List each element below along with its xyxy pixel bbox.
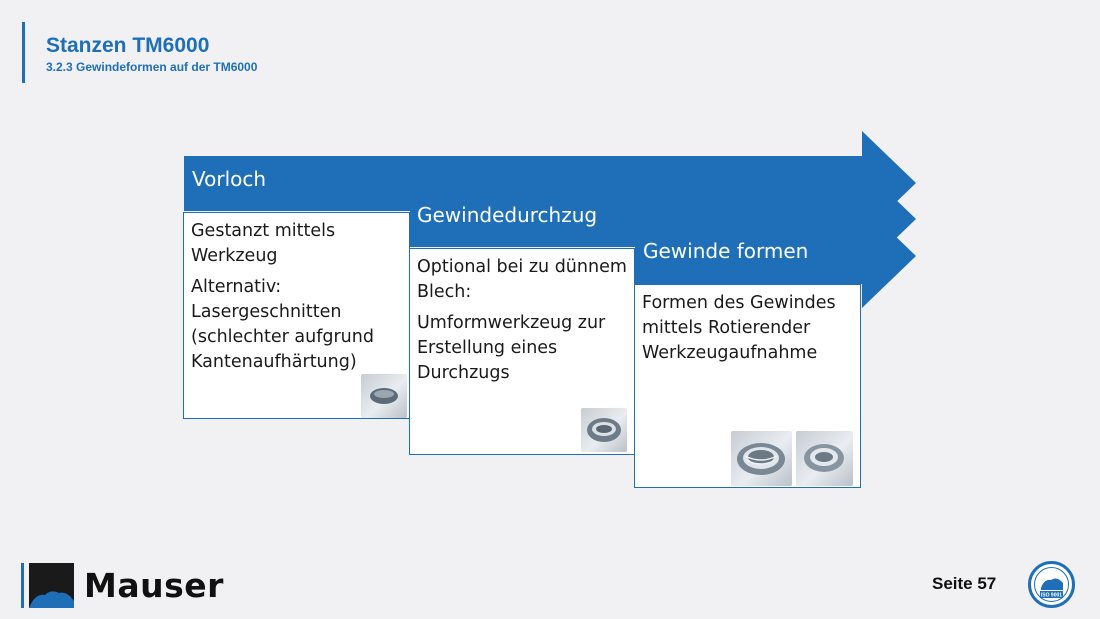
step-1-text-2: Alternativ: Lasergeschnitten (schlechter… [191, 277, 374, 372]
page-number: Seite 57 [932, 574, 997, 593]
iso-badge-text: ISO 9001 [1041, 593, 1062, 599]
iso-certification-badge: ISO 9001 [1028, 561, 1075, 608]
step-2-text-2: Umformwerkzeug zur Erstellung eines Durc… [417, 313, 606, 383]
page-title: Stanzen TM6000 [46, 34, 210, 57]
formed-thread-image-2 [796, 431, 853, 486]
formed-thread-image-1 [731, 431, 792, 486]
brand-name: Mauser [84, 566, 224, 605]
step-3-box: Formen des Gewindes mittels Rotierender … [634, 284, 861, 488]
step-2-title: Gewindedurchzug [417, 203, 598, 227]
step-3-title: Gewinde formen [643, 239, 809, 263]
step-1-text-1: Gestanzt mittels Werkzeug [191, 221, 336, 266]
step-3-text-1: Formen des Gewindes mittels Rotierender … [642, 293, 836, 363]
step-2-box: Optional bei zu dünnem Blech: Umformwerk… [409, 248, 635, 455]
title-accent-bar [22, 22, 25, 83]
punched-hole-image [361, 374, 407, 418]
arrow-step-3 [635, 204, 916, 308]
step-1-box: Gestanzt mittels Werkzeug Alternativ: La… [183, 212, 410, 419]
step-1-title: Vorloch [192, 167, 267, 191]
step-2-text-1: Optional bei zu dünnem Blech: [417, 257, 627, 302]
extruded-hole-image [581, 408, 627, 452]
page-subtitle: 3.2.3 Gewindeformen auf der TM6000 [46, 60, 258, 74]
mauser-logo-mark [21, 563, 74, 608]
